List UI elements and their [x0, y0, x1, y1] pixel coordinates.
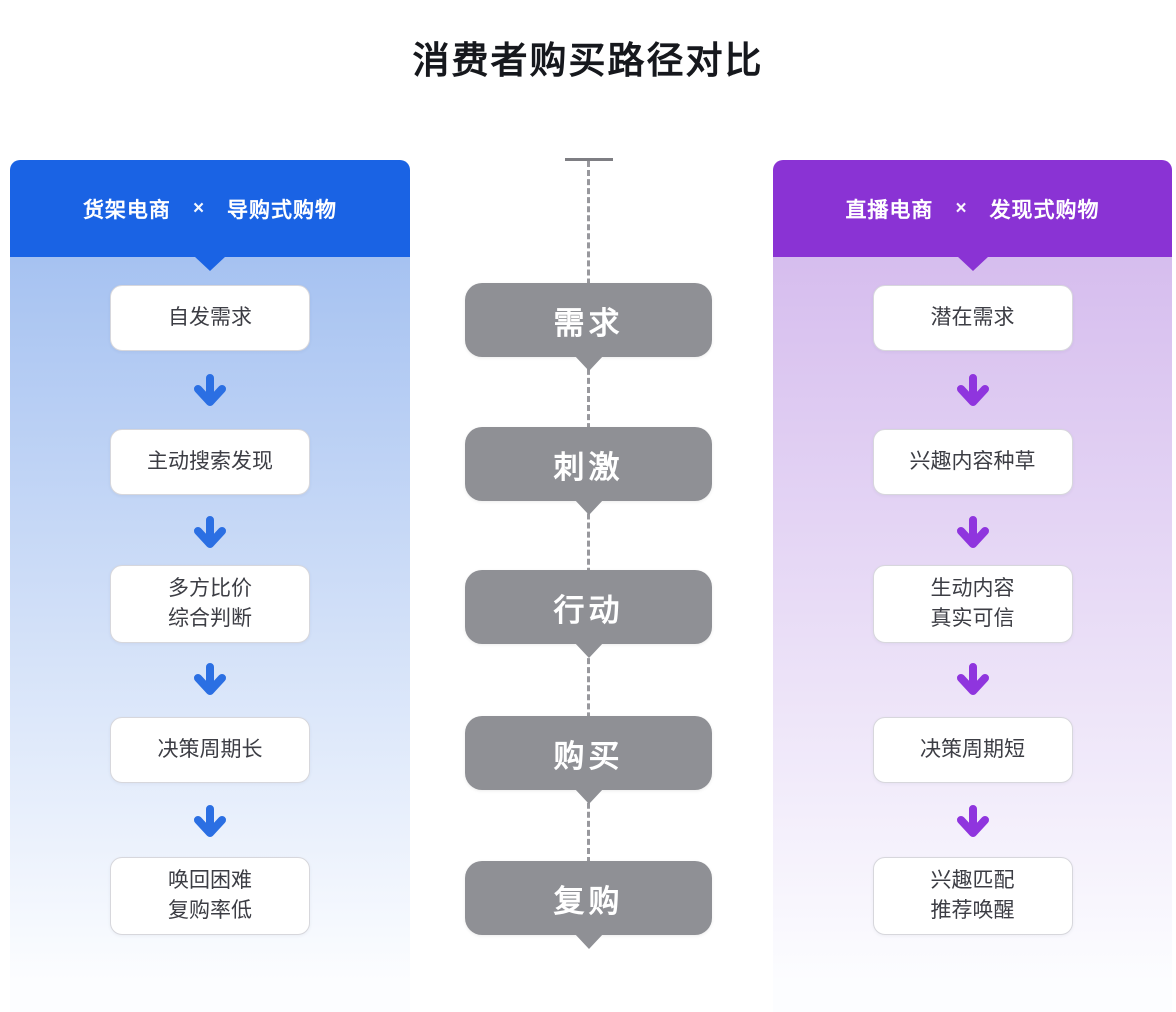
arrow-down-icon	[956, 805, 989, 837]
left-panel: 货架电商 × 导购式购物 自发需求 主动搜索发现 多方比价 综合判断 决策周期长…	[10, 160, 410, 1012]
step-card: 主动搜索发现	[110, 429, 310, 495]
left-mode-label: 导购式购物	[227, 198, 338, 222]
right-brand-label: 直播电商	[845, 198, 934, 222]
step-card: 决策周期长	[110, 717, 310, 783]
stage-label: 行动	[553, 592, 624, 628]
stage-label: 复购	[553, 883, 624, 919]
step-card: 兴趣匹配 推荐唤醒	[872, 857, 1073, 935]
stage-label: 购买	[553, 738, 624, 774]
left-panel-header: 货架电商 × 导购式购物	[10, 160, 410, 271]
stage-label: 需求	[553, 305, 624, 341]
arrow-down-icon	[194, 663, 226, 695]
step-card: 自发需求	[110, 285, 310, 351]
stage-label: 刺激	[553, 449, 624, 485]
step-card: 多方比价 综合判断	[110, 565, 310, 643]
stage-pointer-triangle	[573, 499, 604, 515]
stage-card: 需求	[465, 283, 712, 371]
header-pointer-triangle	[194, 256, 226, 271]
step-card: 唤回困难 复购率低	[110, 857, 310, 935]
stage-pointer-triangle	[573, 933, 604, 949]
arrow-down-icon	[194, 805, 226, 837]
page-title: 消费者购买路径对比	[412, 40, 764, 81]
arrow-down-icon	[194, 374, 226, 406]
header-pointer-triangle	[956, 256, 989, 271]
multiply-separator: ×	[192, 197, 206, 219]
stage-pointer-triangle	[573, 642, 604, 658]
right-panel-body: 潜在需求 兴趣内容种草 生动内容 真实可信 决策周期短 兴趣匹配 推荐唤醒	[773, 257, 1172, 1012]
step-card: 生动内容 真实可信	[872, 565, 1073, 643]
stage-card: 购买	[465, 716, 712, 804]
flow-line-cap	[564, 158, 613, 161]
right-mode-label: 发现式购物	[989, 198, 1100, 222]
step-card: 决策周期短	[872, 717, 1073, 783]
center-flow: 需求 刺激 行动 购买 复购	[465, 0, 712, 1012]
step-card: 潜在需求	[872, 285, 1073, 351]
multiply-separator: ×	[955, 197, 968, 219]
arrow-down-icon	[956, 516, 989, 548]
left-brand-label: 货架电商	[82, 198, 171, 222]
right-panel: 直播电商 × 发现式购物 潜在需求 兴趣内容种草 生动内容 真实可信 决策周期短…	[773, 160, 1172, 1012]
arrow-down-icon	[194, 516, 226, 548]
right-panel-header: 直播电商 × 发现式购物	[773, 160, 1172, 271]
stage-pointer-triangle	[573, 788, 604, 804]
stage-pointer-triangle	[573, 355, 604, 371]
stage-card: 行动	[465, 570, 712, 658]
step-card: 兴趣内容种草	[872, 429, 1073, 495]
left-panel-body: 自发需求 主动搜索发现 多方比价 综合判断 决策周期长 唤回困难 复购率低	[10, 257, 410, 1012]
stage-card: 刺激	[465, 427, 712, 515]
arrow-down-icon	[956, 663, 989, 695]
stage-card: 复购	[465, 861, 712, 949]
arrow-down-icon	[956, 374, 989, 406]
